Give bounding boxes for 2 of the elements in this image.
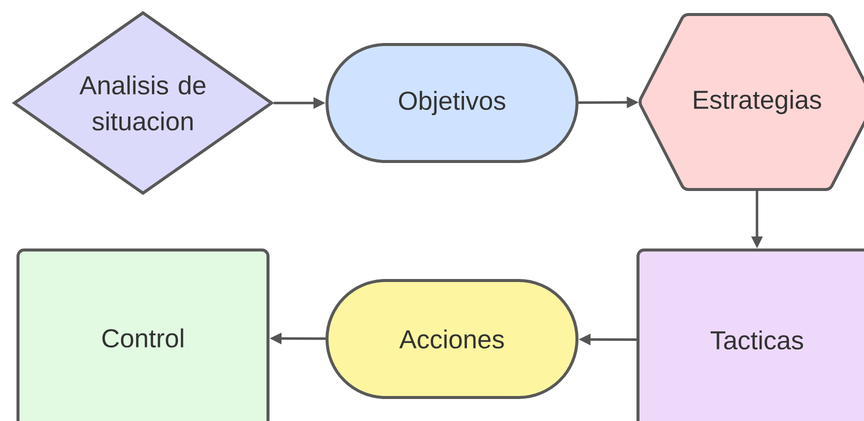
process-box: Control bbox=[16, 248, 270, 421]
process-box: Tacticas bbox=[636, 248, 864, 421]
